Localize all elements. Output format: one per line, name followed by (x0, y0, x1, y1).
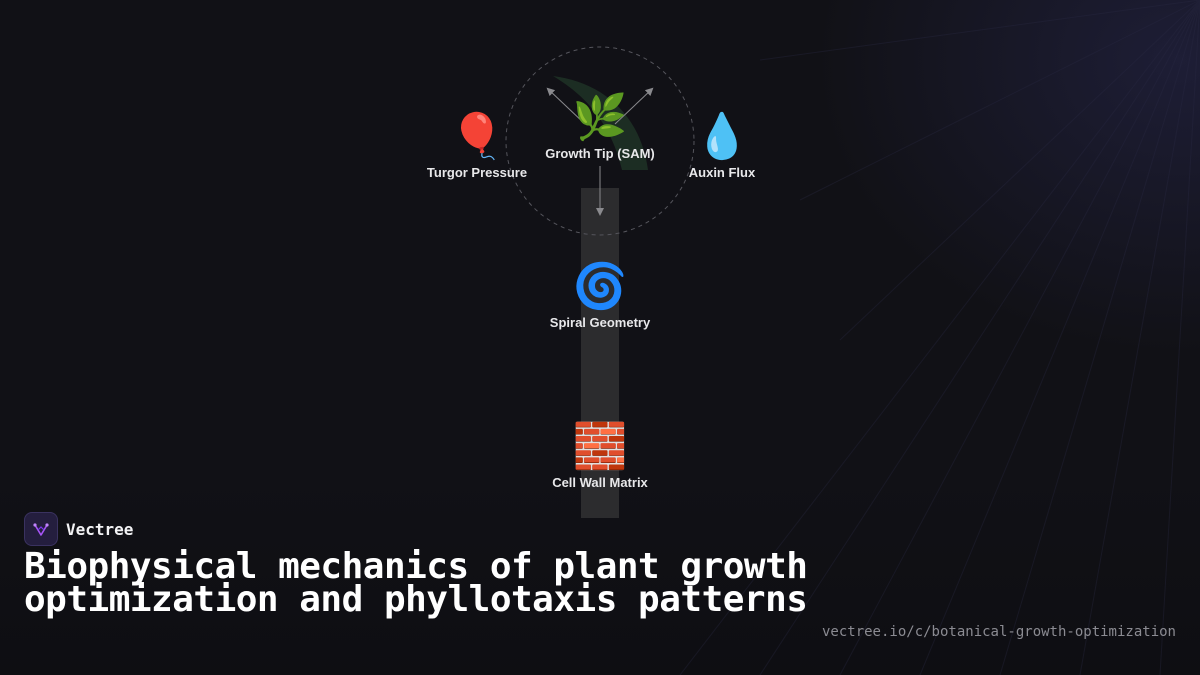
leaf-shape (553, 76, 648, 170)
brick-icon: 🧱 (572, 421, 628, 472)
node-label: Turgor Pressure (426, 165, 528, 180)
droplet-icon: 💧 (694, 111, 750, 162)
node-cell-wall-matrix: 🧱 Cell Wall Matrix (510, 421, 690, 490)
vectree-logo-icon (24, 512, 58, 546)
node-turgor-pressure: 🎈 Turgor Pressure (387, 111, 567, 180)
arrow-to-turgor (546, 87, 586, 125)
node-label: Auxin Flux (688, 165, 756, 180)
cyclone-icon: 🌀 (572, 261, 628, 312)
node-growth-tip: 🌿 Growth Tip (SAM) (510, 92, 690, 161)
page-url[interactable]: vectree.io/c/botanical-growth-optimizati… (821, 624, 1176, 640)
node-label: Cell Wall Matrix (552, 475, 648, 490)
node-spiral-geometry: 🌀 Spiral Geometry (510, 261, 690, 330)
node-label: Spiral Geometry (549, 315, 651, 330)
page-title: Biophysical mechanics of plant growth op… (24, 546, 808, 620)
arrow-to-auxin (614, 87, 654, 125)
node-label: Growth Tip (SAM) (545, 146, 655, 161)
herb-icon: 🌿 (572, 92, 628, 143)
stem-bar (581, 188, 619, 518)
brand[interactable]: Vectree (24, 512, 133, 546)
node-auxin-flux: 💧 Auxin Flux (632, 111, 812, 180)
brand-name: Vectree (66, 519, 134, 539)
growth-zone-circle (505, 46, 695, 236)
balloon-icon: 🎈 (449, 111, 505, 162)
